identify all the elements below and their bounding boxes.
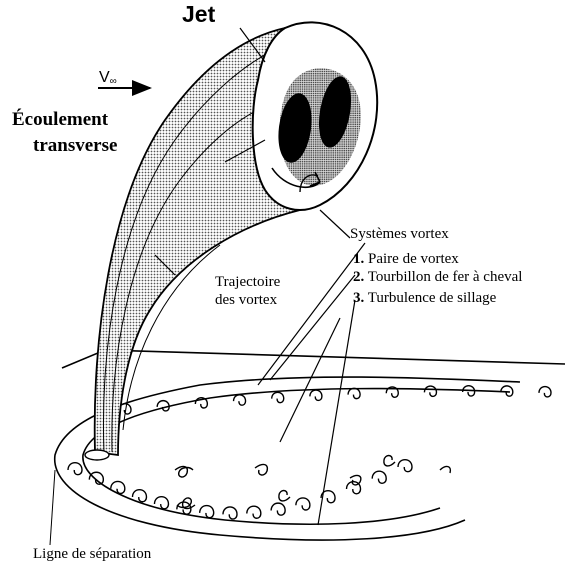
item-text: Turbulence de sillage: [368, 290, 497, 306]
vortex-systems-title: Systèmes vortex: [350, 227, 449, 242]
vortex-coil: [200, 506, 214, 518]
vortex-coil: [539, 387, 551, 397]
vortex-system-item: 2. Tourbillon de fer à cheval: [353, 270, 522, 285]
vortex-coil: [89, 472, 103, 484]
jet-label: Jet: [182, 3, 215, 26]
vortex-coil: [223, 507, 237, 519]
vortex-coil: [272, 392, 284, 402]
velocity-symbol: V: [99, 69, 110, 86]
trajectory-label-line2: des vortex: [215, 293, 277, 308]
horseshoe-vortex: [55, 377, 520, 540]
item-text: Paire de vortex: [368, 251, 459, 267]
vortex-coil: [372, 471, 386, 483]
horseshoe-vortex-coils: [68, 460, 412, 519]
jet-cross-section: [253, 22, 378, 210]
separation-line-leader: [50, 470, 55, 545]
item-number: 3.: [353, 290, 364, 306]
vortex-coil: [271, 503, 285, 515]
horseshoe-vortex-coils-upper: [119, 386, 551, 414]
crossflow-label-line2: transverse: [33, 136, 117, 155]
wall-plane: [62, 350, 565, 368]
vortex-coil: [348, 388, 360, 398]
vortex-coil: [398, 460, 412, 472]
vortex-coil: [247, 506, 261, 518]
trajectory-label-line1: Trajectoire: [215, 275, 280, 290]
vortex-coil: [310, 390, 322, 400]
separation-line-label: Ligne de séparation: [33, 547, 151, 562]
vortex-coil: [68, 463, 82, 475]
wake-vortices: [175, 456, 450, 509]
freestream-velocity-label: V∞: [99, 70, 117, 87]
item-text: Tourbillon de fer à cheval: [368, 269, 523, 285]
crossflow-label-line1: Écoulement: [12, 110, 108, 129]
item-number: 1.: [353, 251, 364, 267]
vortex-system-item: 1. Paire de vortex: [353, 252, 459, 267]
vortex-coil: [424, 386, 436, 396]
vortex-system-item: 3. Turbulence de sillage: [353, 291, 496, 306]
vortex-coil: [296, 498, 310, 510]
infinity-subscript: ∞: [110, 76, 117, 87]
vortex-coil: [234, 395, 246, 405]
item-number: 2.: [353, 269, 364, 285]
